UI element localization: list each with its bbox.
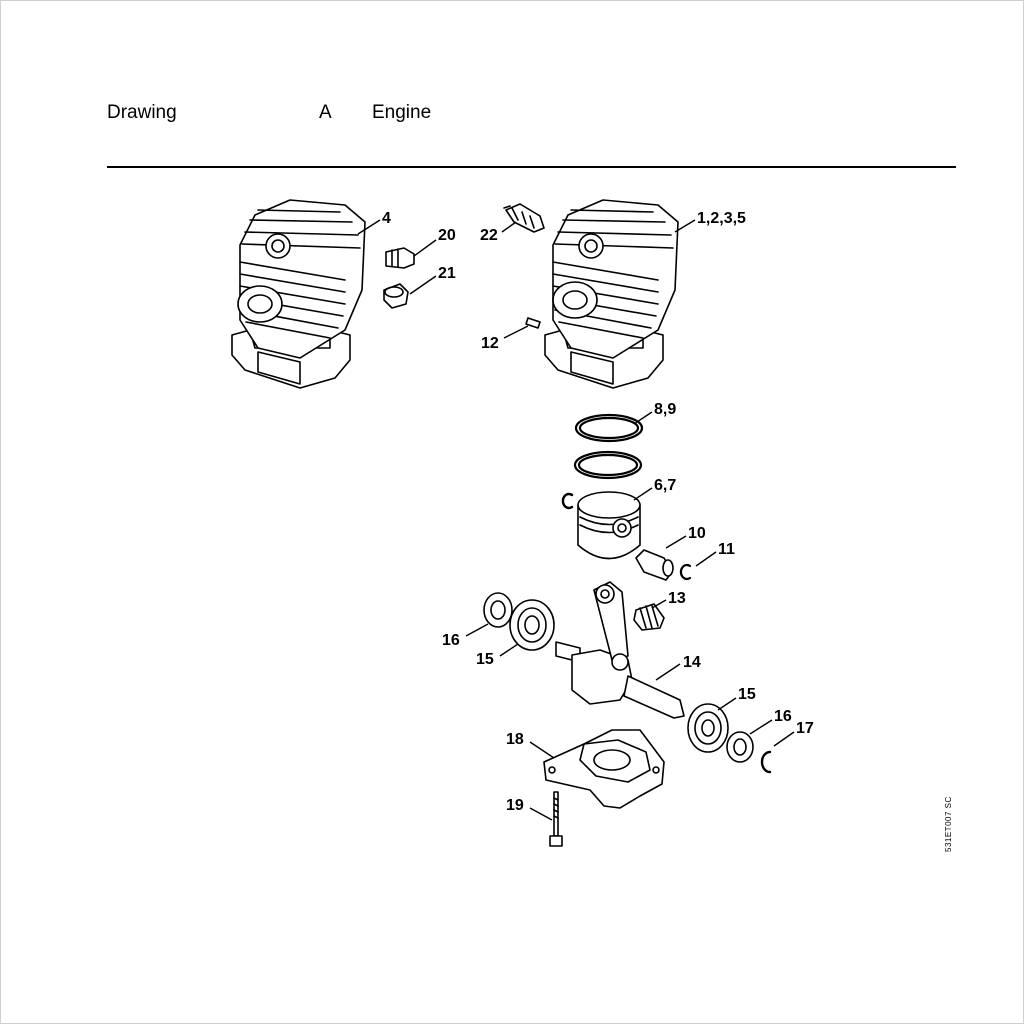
leader-13 xyxy=(651,599,667,609)
header-rule xyxy=(107,166,956,168)
leader-lines xyxy=(357,219,795,821)
ball-bearing-15-left[interactable] xyxy=(509,599,555,651)
leader-16-left xyxy=(465,623,489,637)
piston-pin-10[interactable] xyxy=(635,549,674,581)
leader-10 xyxy=(665,535,687,549)
leader-15-left xyxy=(499,643,519,657)
leader-1-2-3-5 xyxy=(674,219,696,233)
callout-8-9: 8,9 xyxy=(654,401,676,418)
callout-10: 10 xyxy=(688,525,706,542)
callout-15-right: 15 xyxy=(738,686,756,703)
leader-15-right xyxy=(717,697,737,711)
leader-18 xyxy=(529,741,555,759)
drawing-title: Engine xyxy=(372,102,432,123)
callout-13: 13 xyxy=(668,590,686,607)
leader-21 xyxy=(409,275,437,295)
callout-21: 21 xyxy=(438,265,456,282)
leader-14 xyxy=(655,663,681,681)
screw-19[interactable] xyxy=(549,791,563,847)
leader-12 xyxy=(503,325,529,339)
plug-21[interactable] xyxy=(383,283,409,309)
callout-16-left: 16 xyxy=(442,632,460,649)
leader-22 xyxy=(501,221,517,233)
oil-seal-16-left[interactable] xyxy=(483,592,513,628)
needle-cage-13[interactable] xyxy=(633,603,665,631)
callout-14: 14 xyxy=(683,654,701,671)
circlip-piston-left[interactable] xyxy=(561,492,574,510)
ball-bearing-15-right[interactable] xyxy=(687,703,729,753)
screw-12[interactable] xyxy=(525,317,541,329)
spark-plug-22[interactable] xyxy=(503,203,545,233)
piston-6-7[interactable] xyxy=(577,491,641,560)
leader-17 xyxy=(773,731,795,747)
drawing-code: 531ET007 SC xyxy=(944,796,953,852)
leader-8-9 xyxy=(633,411,653,425)
drawing-letter: A xyxy=(319,102,332,123)
leader-11 xyxy=(695,551,717,567)
callout-16-right: 16 xyxy=(774,708,792,725)
callout-labels: 4 20 21 22 1,2,3,5 12 8,9 6,7 10 11 13 1… xyxy=(382,210,814,814)
crankcase-18[interactable] xyxy=(543,729,665,809)
leader-16-right xyxy=(749,719,773,735)
leader-4 xyxy=(357,219,381,235)
callout-22: 22 xyxy=(480,227,498,244)
circlip-17[interactable] xyxy=(760,750,772,774)
callout-12: 12 xyxy=(481,335,499,352)
leader-6-7 xyxy=(633,487,653,501)
callout-1-2-3-5: 1,2,3,5 xyxy=(697,210,746,227)
callout-20: 20 xyxy=(438,227,456,244)
cylinder-part-4[interactable] xyxy=(231,199,366,389)
decompression-valve-20[interactable] xyxy=(385,247,415,269)
cylinder-part-1-2-3-5[interactable] xyxy=(544,199,679,389)
callout-17: 17 xyxy=(796,720,814,737)
oil-seal-16-right[interactable] xyxy=(726,731,754,763)
callout-18: 18 xyxy=(506,731,524,748)
drawing-label: Drawing xyxy=(107,102,177,123)
callout-4: 4 xyxy=(382,210,391,227)
crankshaft-14[interactable] xyxy=(555,581,685,719)
piston-rings-8-9[interactable] xyxy=(573,413,644,480)
callout-6-7: 6,7 xyxy=(654,477,676,494)
circlip-11[interactable] xyxy=(679,563,692,581)
leader-20 xyxy=(413,239,437,257)
callout-11: 11 xyxy=(718,541,735,558)
callout-15-left: 15 xyxy=(476,651,494,668)
leader-19 xyxy=(529,807,553,821)
callout-19: 19 xyxy=(506,797,524,814)
